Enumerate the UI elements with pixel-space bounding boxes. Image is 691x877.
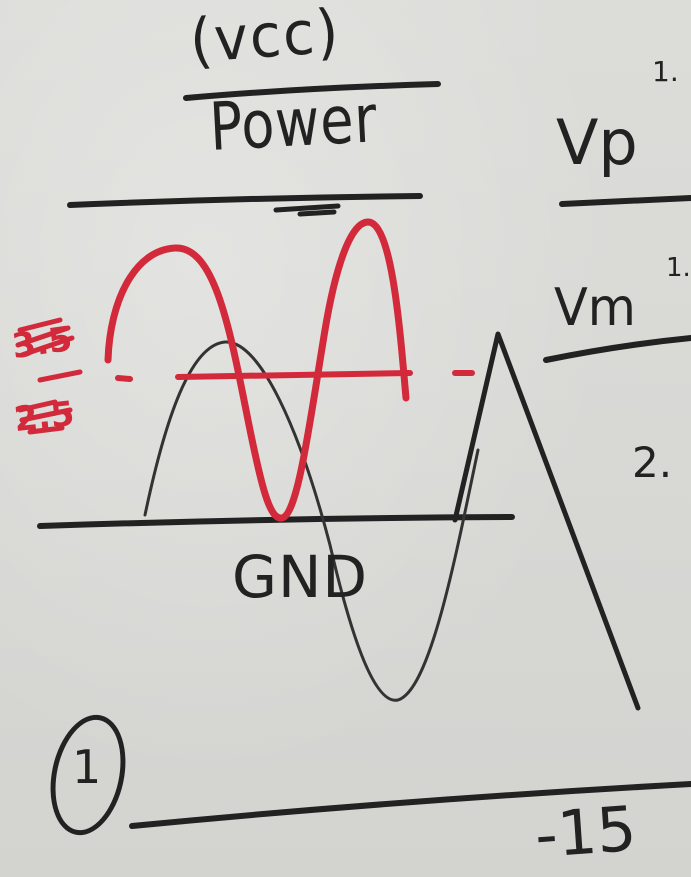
vm-superscript: 1.	[666, 253, 691, 283]
vcc-underline	[183, 81, 441, 101]
red-mid-line	[175, 370, 413, 380]
vm-label: Vm	[554, 278, 636, 338]
red-sine-wave	[104, 218, 410, 522]
vcc-label: (vcc)	[187, 0, 343, 77]
black-triangle-wave	[452, 331, 641, 711]
power-rail-line	[67, 193, 423, 208]
vm-underline	[543, 335, 691, 363]
circled-number: 1	[40, 707, 136, 843]
red-dash-1	[115, 375, 133, 382]
negative-fifteen-label: -15	[532, 791, 639, 872]
power-rail-mark	[273, 203, 341, 217]
bottom-line	[129, 781, 691, 829]
vp-label: Vp	[556, 106, 638, 179]
circled-number-text: 1	[72, 740, 102, 794]
gnd-label: GND	[232, 543, 368, 611]
right-mid-label: 2.	[632, 438, 673, 487]
power-label: Power	[207, 80, 380, 166]
red-lower-value: 2.5	[12, 393, 77, 441]
red-upper-value: 3.5	[9, 319, 75, 367]
vp-underline	[559, 195, 691, 207]
red-scribble	[15, 317, 83, 435]
black-sine-wave	[143, 340, 480, 702]
vp-superscript: 1.	[652, 55, 679, 88]
